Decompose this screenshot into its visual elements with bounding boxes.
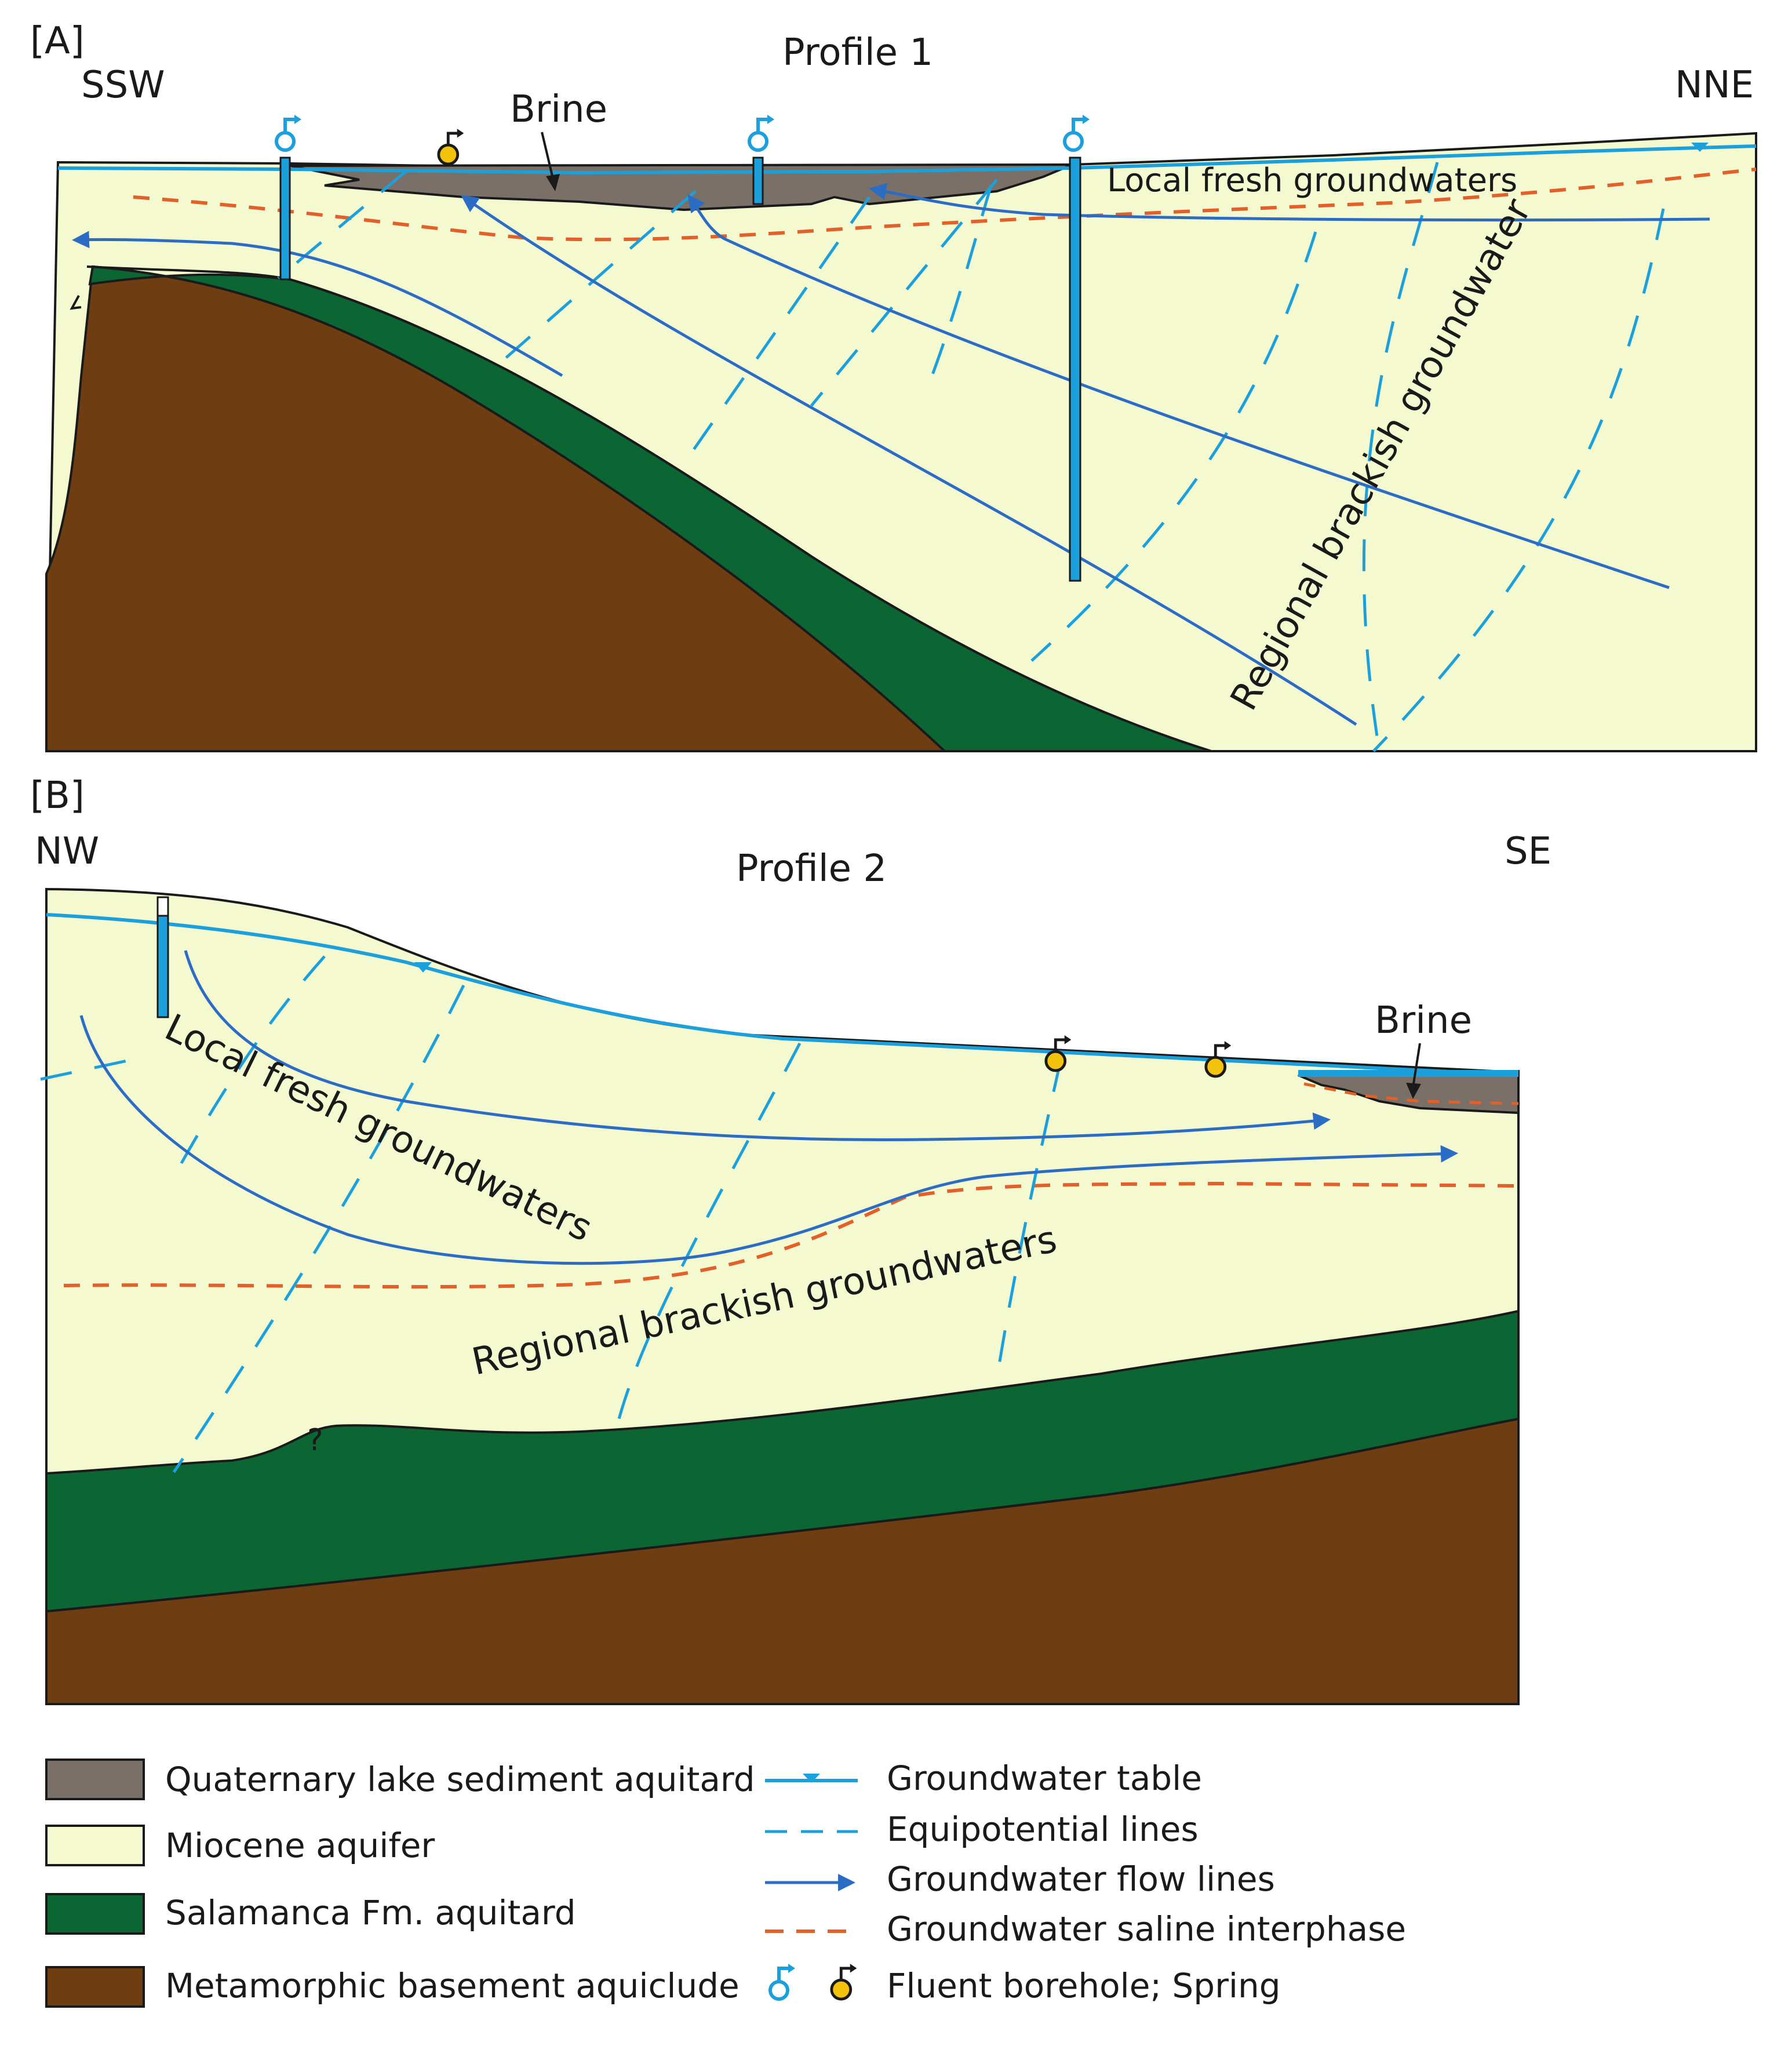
panel-b-unknown-mark: ? (307, 1423, 323, 1458)
panel-a-salamanca-top (86, 265, 1212, 752)
legend-swatch-salamanca (45, 1893, 145, 1935)
panel-a-profile-1: [A] Profile 1 SSW NNE (30, 20, 1757, 752)
panel-b-flow-lines (79, 950, 1458, 1265)
legend-label-groundwater-table: Groundwater table (887, 1759, 1202, 1798)
legend-label-salamanca: Salamanca Fm. aquitard (165, 1893, 576, 1932)
panel-a-fluent-borehole-2 (749, 115, 774, 205)
panel-a-direction-ssw: SSW (81, 64, 165, 107)
borehole-icon (770, 1964, 795, 1999)
panel-b-borehole (156, 896, 169, 1018)
legend-label-flow-line: Groundwater flow lines (887, 1859, 1275, 1899)
legend-swatch-lake-sediment (45, 1759, 145, 1800)
panel-b-water-table-marker (414, 962, 432, 973)
legend: Quaternary lake sediment aquitard Miocen… (45, 1759, 1406, 2008)
legend-symbol-groundwater-table (765, 1774, 858, 1783)
panel-b-salamanca-aquitard (45, 1309, 1520, 1613)
panel-b-saline-interphase-brine (1303, 1082, 1519, 1105)
panel-b-brine-arrow (1412, 1043, 1421, 1088)
panel-a-saline-interphase (133, 168, 1757, 242)
panel-b-brine-arrowhead (1406, 1083, 1421, 1099)
panel-a-fault-tick (70, 295, 82, 310)
legend-swatch-basement (45, 1966, 145, 2008)
panel-b-direction-nw: NW (35, 830, 99, 873)
panel-b-brine-water (1298, 1070, 1518, 1077)
panel-a-brine-arrowhead (546, 174, 560, 191)
panel-a-fluent-borehole-3 (1065, 115, 1090, 582)
panel-a-flow-lines (72, 183, 1710, 726)
panel-b-profile-2: [B] NW Profile 2 SE (30, 774, 1551, 1705)
legend-label-miocene: Miocene aquifer (165, 1826, 435, 1865)
panel-b-saline-interphase-deep (63, 1181, 1519, 1289)
panel-a-direction-nne: NNE (1675, 64, 1754, 107)
panel-a-groundwater-table (57, 144, 1757, 175)
panel-b-direction-se: SE (1505, 830, 1551, 873)
panel-a-spring (439, 129, 464, 164)
legend-swatch-miocene (45, 1825, 145, 1866)
panel-a-local-fresh-label: Local fresh groundwaters (1107, 162, 1517, 199)
panel-a-equipotential-lines (277, 162, 1665, 752)
legend-label-lake-sediment: Quaternary lake sediment aquitard (165, 1760, 755, 1799)
panel-b-brine-label: Brine (1375, 999, 1472, 1042)
legend-label-saline: Groundwater saline interphase (887, 1909, 1406, 1949)
panel-a-brine-arrow (541, 132, 555, 181)
panel-b-groundwater-table (46, 913, 1519, 1077)
panel-a-tag: [A] (30, 20, 85, 63)
panel-a-fluent-borehole-1 (276, 115, 301, 281)
panel-b-title: Profile 2 (736, 847, 887, 890)
panel-a-title: Profile 1 (782, 31, 933, 74)
legend-label-equipotential: Equipotential lines (887, 1810, 1199, 1849)
spring-icon (832, 1964, 857, 1999)
panel-a-water-table-marker (1691, 143, 1709, 152)
legend-label-borehole-spring: Fluent borehole; Spring (887, 1966, 1281, 2005)
legend-label-basement: Metamorphic basement aquiclude (165, 1966, 740, 2005)
panel-b-tag: [B] (30, 774, 85, 817)
panel-b-lake-sediment (1298, 1069, 1520, 1115)
panel-a-brine-label: Brine (510, 88, 607, 131)
